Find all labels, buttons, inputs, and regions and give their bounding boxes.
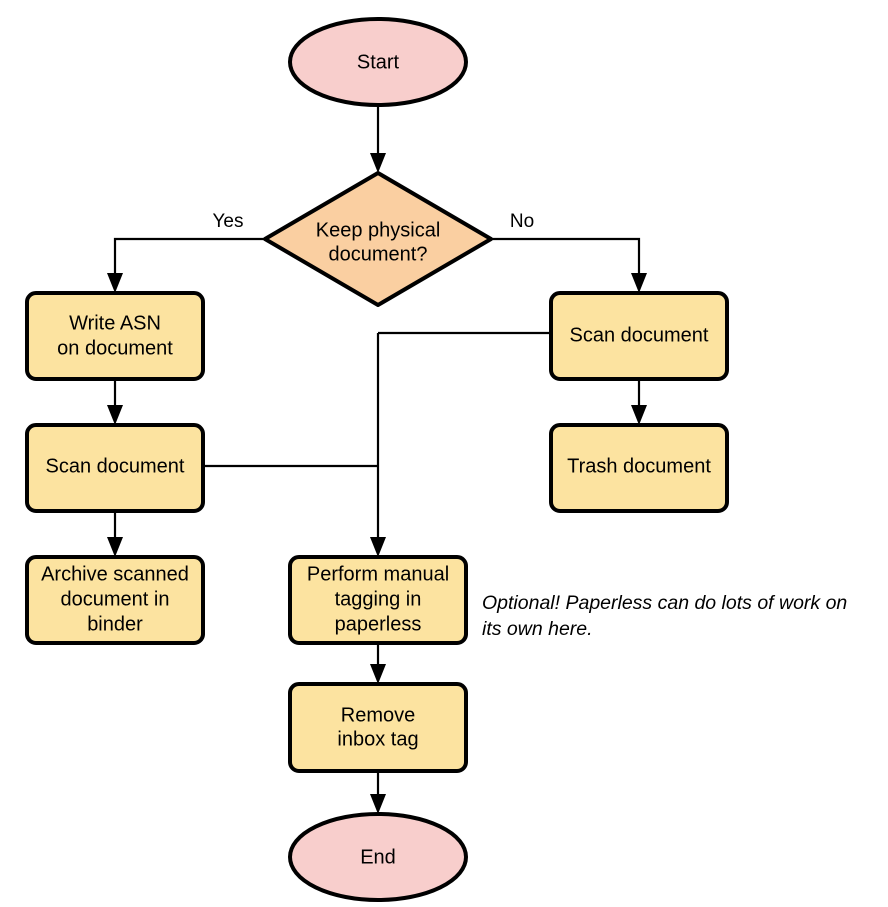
node-scan-document-left[interactable]: Scan document: [25, 423, 205, 513]
trash-document-box-shape: [549, 423, 729, 513]
tagging-box-shape: [288, 555, 468, 645]
node-start-label: Start: [357, 51, 400, 73]
node-scan-document-left-label: Scan document: [46, 455, 185, 477]
edge-line: [491, 237, 641, 280]
edge-line: [113, 237, 265, 280]
node-trash-document[interactable]: Trash document: [549, 423, 729, 513]
write-asn-box-shape: [25, 291, 205, 381]
remove-inbox-tag-box-shape: [288, 682, 468, 773]
end-ellipse-shape: [288, 812, 468, 902]
arrow-head-icon: [370, 537, 386, 557]
node-trash-document-label: Trash document: [567, 455, 711, 477]
scan-document-right-box-shape: [549, 291, 729, 381]
note-line2: its own here.: [482, 618, 593, 640]
node-tagging-label-line3: paperless: [335, 613, 422, 635]
node-write-asn-label-line2: on document: [57, 337, 173, 359]
node-scan-document-right-label: Scan document: [570, 324, 709, 346]
archive-box-shape: [25, 555, 205, 645]
arrow-head-icon: [370, 664, 386, 684]
edge-decision-no: [491, 237, 647, 293]
decision-diamond-shape: [263, 171, 493, 307]
edge-scanright-to-trash: [631, 379, 647, 425]
node-archive-scanned-document[interactable]: Archive scanned document in binder: [25, 555, 205, 645]
edge-merge-to-tagging: [370, 333, 386, 557]
node-scan-document-right[interactable]: Scan document: [549, 291, 729, 381]
node-decision-label-line2: document?: [329, 243, 428, 265]
edge-writeasn-to-scanleft: [107, 379, 123, 425]
node-tagging-label-line1: Perform manual: [307, 563, 449, 585]
node-remove-inbox-label-line1: Remove: [341, 704, 415, 726]
node-decision-label-line1: Keep physical: [316, 219, 441, 241]
note-optional-paperless: Optional! Paperless can do lots of work …: [482, 592, 847, 640]
node-write-asn-label-line1: Write ASN: [69, 312, 161, 334]
edge-removeinbox-to-end: [370, 771, 386, 814]
edge-label-no: No: [510, 211, 534, 232]
node-archive-label-line2: document in: [61, 588, 170, 610]
node-remove-inbox-tag[interactable]: Remove inbox tag: [288, 682, 468, 773]
arrow-head-icon: [370, 794, 386, 814]
edge-scanleft-to-archive: [107, 511, 123, 557]
node-remove-inbox-label-line2: inbox tag: [337, 728, 418, 750]
arrow-head-icon: [631, 273, 647, 293]
node-tagging-label-line2: tagging in: [335, 588, 422, 610]
arrow-head-icon: [370, 153, 386, 173]
edge-tagging-to-removeinbox: [370, 642, 386, 684]
edge-label-yes: Yes: [213, 211, 244, 232]
scan-document-left-box-shape: [25, 423, 205, 513]
node-perform-manual-tagging[interactable]: Perform manual tagging in paperless: [288, 555, 468, 645]
arrow-head-icon: [107, 537, 123, 557]
edge-start-to-decision: [370, 105, 386, 173]
arrow-head-icon: [107, 405, 123, 425]
node-decision-keep-physical-document[interactable]: Keep physical document?: [263, 171, 493, 307]
node-start[interactable]: Start: [288, 17, 468, 107]
arrow-head-icon: [631, 405, 647, 425]
arrow-head-icon: [107, 273, 123, 293]
start-ellipse-shape: [288, 17, 468, 107]
node-end[interactable]: End: [288, 812, 468, 902]
edge-decision-yes: [107, 237, 265, 293]
node-write-asn[interactable]: Write ASN on document: [25, 291, 205, 381]
node-archive-label-line1: Archive scanned: [41, 563, 189, 585]
note-line1: Optional! Paperless can do lots of work …: [482, 592, 847, 614]
node-end-label: End: [360, 846, 396, 868]
node-archive-label-line3: binder: [87, 613, 143, 635]
